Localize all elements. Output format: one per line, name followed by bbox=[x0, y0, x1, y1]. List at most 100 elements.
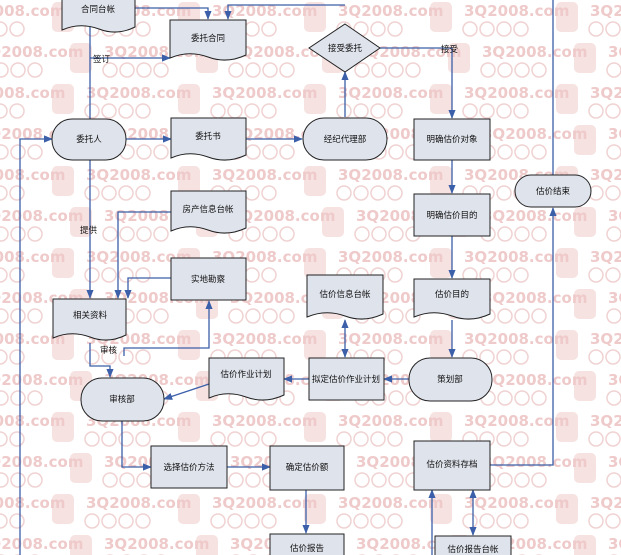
edge-review-to-choose-method bbox=[121, 421, 152, 471]
watermark-text: 3Q2008.com bbox=[104, 535, 209, 553]
edge-label-accept: 接受 bbox=[441, 44, 459, 55]
watermark-text: 3Q2008.com bbox=[482, 289, 587, 307]
watermark-tile: 3Q2008.com bbox=[0, 330, 74, 365]
node-archive: 估价资料存档 bbox=[413, 440, 491, 491]
watermark-text: 3Q2008.com bbox=[608, 371, 621, 389]
svg-text:估价信息台帐: 估价信息台帐 bbox=[319, 289, 371, 300]
edge-left-loop-to-client bbox=[19, 135, 53, 555]
watermark-text: 3Q2008.com bbox=[482, 207, 587, 225]
watermark-text: 3Q2008.com bbox=[0, 330, 65, 348]
watermark-text: 3Q2008.com bbox=[590, 2, 621, 20]
svg-text:委托书: 委托书 bbox=[195, 131, 221, 142]
watermark-text: 3Q2008.com bbox=[482, 453, 587, 471]
node-finish: 估价结束 bbox=[514, 174, 592, 208]
watermark-text: 3Q2008.com bbox=[608, 535, 621, 553]
watermark-text: 3Q2008.com bbox=[230, 207, 335, 225]
watermark-tile: 3Q2008.com bbox=[0, 535, 92, 555]
watermark-text: 3Q2008.com bbox=[212, 412, 317, 430]
watermark-text: 3Q2008.com bbox=[590, 84, 621, 102]
watermark-tile: 3Q2008.com bbox=[462, 2, 578, 37]
watermark-text: 3Q2008.com bbox=[0, 43, 83, 61]
watermark-text: 3Q2008.com bbox=[608, 453, 621, 471]
watermark-tile: 3Q2008.com bbox=[480, 43, 596, 78]
watermark-tile: 3Q2008.com bbox=[336, 248, 452, 283]
node-work-plan: 估价作业计划 bbox=[208, 357, 285, 401]
node-accept-entrust: 接受委托 bbox=[308, 23, 381, 73]
watermark-text: 3Q2008.com bbox=[212, 84, 317, 102]
node-planning-dept: 策划部 bbox=[408, 357, 493, 402]
watermark-text: 3Q2008.com bbox=[0, 2, 65, 20]
edge-review-to-site-survey bbox=[123, 300, 213, 356]
watermark-text: 3Q2008.com bbox=[464, 494, 569, 512]
svg-text:明确估价对象: 明确估价对象 bbox=[426, 134, 478, 145]
watermark-text: 3Q2008.com bbox=[212, 2, 317, 20]
watermark-tile: 3Q2008.com bbox=[480, 125, 596, 160]
node-report-ledger: 估价报告台帐 bbox=[434, 535, 512, 555]
watermark-tile: 3Q2008.com bbox=[0, 166, 74, 201]
watermark-tile: 3Q2008.com bbox=[606, 289, 621, 324]
watermark-tile: 3Q2008.com bbox=[84, 166, 200, 201]
node-determine-value: 确定估价额 bbox=[269, 445, 345, 491]
watermark-tile: 3Q2008.com bbox=[210, 494, 326, 529]
watermark-tile: 3Q2008.com bbox=[606, 125, 621, 160]
edge-accept-to-clarify-object bbox=[380, 47, 456, 119]
watermark-tile: 3Q2008.com bbox=[210, 330, 326, 365]
svg-text:审核部: 审核部 bbox=[109, 394, 135, 405]
edge-label-sign: 签订 bbox=[93, 54, 111, 65]
watermark-text: 3Q2008.com bbox=[0, 412, 65, 430]
edge-accept-to-entrust-contract bbox=[224, 4, 345, 20]
watermark-text: 3Q2008.com bbox=[338, 330, 443, 348]
watermark-text: 3Q2008.com bbox=[338, 494, 443, 512]
watermark-tile: 3Q2008.com bbox=[480, 289, 596, 324]
watermark-tile: 3Q2008.com bbox=[336, 84, 452, 119]
watermark-tile: 3Q2008.com bbox=[336, 2, 452, 37]
watermark-text: 3Q2008.com bbox=[338, 2, 443, 20]
watermark-text: 3Q2008.com bbox=[212, 330, 317, 348]
watermark-text: 3Q2008.com bbox=[338, 412, 443, 430]
edge-labels: 签订 接受 提供 审核 bbox=[80, 44, 459, 356]
svg-text:实地勘察: 实地勘察 bbox=[191, 274, 226, 285]
node-valuation-info-ledger: 估价信息台帐 bbox=[306, 274, 384, 320]
edge-site-survey-to-docs bbox=[124, 277, 171, 299]
watermark-tile: 3Q2008.com bbox=[606, 371, 621, 406]
node-choose-method: 选择估价方法 bbox=[150, 445, 228, 489]
svg-text:明确估价目的: 明确估价目的 bbox=[426, 210, 477, 221]
svg-text:经纪代理部: 经纪代理部 bbox=[324, 134, 367, 145]
watermark-tile: 3Q2008.com bbox=[0, 84, 74, 119]
watermark-tile: 3Q2008.com bbox=[0, 494, 74, 529]
svg-text:房产信息台帐: 房产信息台帐 bbox=[182, 204, 234, 215]
watermark-text: 3Q2008.com bbox=[608, 207, 621, 225]
watermark-text: 3Q2008.com bbox=[86, 494, 191, 512]
watermark-text: 3Q2008.com bbox=[0, 371, 83, 389]
watermark-tile: 3Q2008.com bbox=[462, 84, 578, 119]
watermark-tile: 3Q2008.com bbox=[606, 43, 621, 78]
svg-text:接受委托: 接受委托 bbox=[328, 43, 363, 54]
watermark-text: 3Q2008.com bbox=[0, 535, 83, 553]
watermark-text: 3Q2008.com bbox=[464, 412, 569, 430]
node-broker: 经纪代理部 bbox=[302, 117, 388, 161]
node-related-docs: 相关资料 bbox=[52, 298, 127, 341]
svg-text:委托合同: 委托合同 bbox=[191, 33, 225, 44]
svg-text:确定估价额: 确定估价额 bbox=[286, 462, 329, 473]
watermark-text: 3Q2008.com bbox=[0, 453, 83, 471]
node-clarify-object: 明确估价对象 bbox=[413, 118, 491, 161]
watermark-tile: 3Q2008.com bbox=[84, 84, 200, 119]
watermark-text: 3Q2008.com bbox=[338, 84, 443, 102]
watermark-text: 3Q2008.com bbox=[464, 248, 569, 266]
svg-text:选择估价方法: 选择估价方法 bbox=[163, 462, 214, 473]
edge-return-to-entrust-contract bbox=[135, 7, 212, 20]
edge-archive-to-finish bbox=[490, 207, 557, 466]
watermark-text: 3Q2008.com bbox=[464, 84, 569, 102]
watermark-text: 3Q2008.com bbox=[608, 289, 621, 307]
svg-text:估价资料存档: 估价资料存档 bbox=[426, 459, 477, 470]
watermark-tile: 3Q2008.com bbox=[588, 412, 621, 447]
node-draft-plan: 拟定估价作业计划 bbox=[308, 357, 385, 401]
edge-docs-review-to-review-dept bbox=[89, 343, 114, 378]
watermark-tile: 3Q2008.com bbox=[588, 330, 621, 365]
watermark-tile: 3Q2008.com bbox=[588, 248, 621, 283]
watermark-tile: 3Q2008.com bbox=[336, 412, 452, 447]
watermark-text: 3Q2008.com bbox=[464, 330, 569, 348]
watermark-text: 3Q2008.com bbox=[338, 248, 443, 266]
node-review-dept: 审核部 bbox=[80, 377, 165, 422]
watermark-tile: 3Q2008.com bbox=[336, 166, 452, 201]
